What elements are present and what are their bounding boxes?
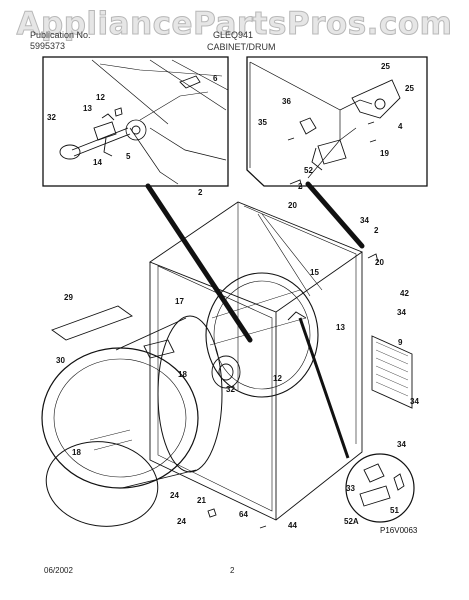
section-title: CABINET/DRUM [207,42,276,52]
callout-25b: 25 [405,84,414,93]
callout-32b: 32 [226,385,235,394]
watermark: AppliancePartsPros.com [16,6,453,43]
callout-35: 35 [258,118,267,127]
callout-12: 12 [96,93,105,102]
callout-17: 17 [175,297,184,306]
model-number: GLEQ941 [213,30,254,40]
callout-21: 21 [197,496,206,505]
detail-circle [345,453,415,523]
callout-30: 30 [56,356,65,365]
callout-44: 44 [288,521,297,530]
callout-34d: 34 [397,440,406,449]
footer-date: 06/2002 [44,566,73,575]
callout-42: 42 [400,289,409,298]
callout-52a: 52A [344,517,359,526]
drum [41,315,241,489]
baffle [51,305,133,341]
publication-label: Publication No. [30,30,91,40]
callout-34c: 34 [410,397,419,406]
drum-back [205,272,319,398]
callout-18a: 18 [178,370,187,379]
callout-19: 19 [380,149,389,158]
inset-box-right [246,56,428,187]
footer-page: 2 [230,566,235,575]
callout-9: 9 [398,338,403,347]
callout-13b: 13 [336,323,345,332]
callout-25: 25 [381,62,390,71]
cabinet-frame [149,201,363,521]
callout-2b: 2 [198,188,203,197]
callout-24a: 24 [170,491,179,500]
callout-34b: 34 [397,308,406,317]
callout-29: 29 [64,293,73,302]
illustration-code: P16V0063 [380,526,418,535]
callout-12b: 12 [273,374,282,383]
callout-14: 14 [93,158,102,167]
callout-13: 13 [83,104,92,113]
drum-seal [45,441,159,527]
vent-grille [371,335,413,409]
callout-2a: 2 [298,182,303,191]
callout-34a: 34 [360,216,369,225]
callout-24b: 24 [177,517,186,526]
callout-2c: 2 [374,226,379,235]
callout-15: 15 [310,268,319,277]
callout-20b: 20 [375,258,384,267]
inset-box-left [42,56,229,187]
callout-18b: 18 [72,448,81,457]
callout-36: 36 [282,97,291,106]
callout-32: 32 [47,113,56,122]
callout-4: 4 [398,122,403,131]
callout-33: 33 [346,484,355,493]
callout-52: 52 [304,166,313,175]
publication-number: 5995373 [30,41,66,51]
callout-20a: 20 [288,201,297,210]
callout-51: 51 [390,506,399,515]
callout-5: 5 [126,152,131,161]
callout-64: 64 [239,510,248,519]
callout-6: 6 [213,74,218,83]
